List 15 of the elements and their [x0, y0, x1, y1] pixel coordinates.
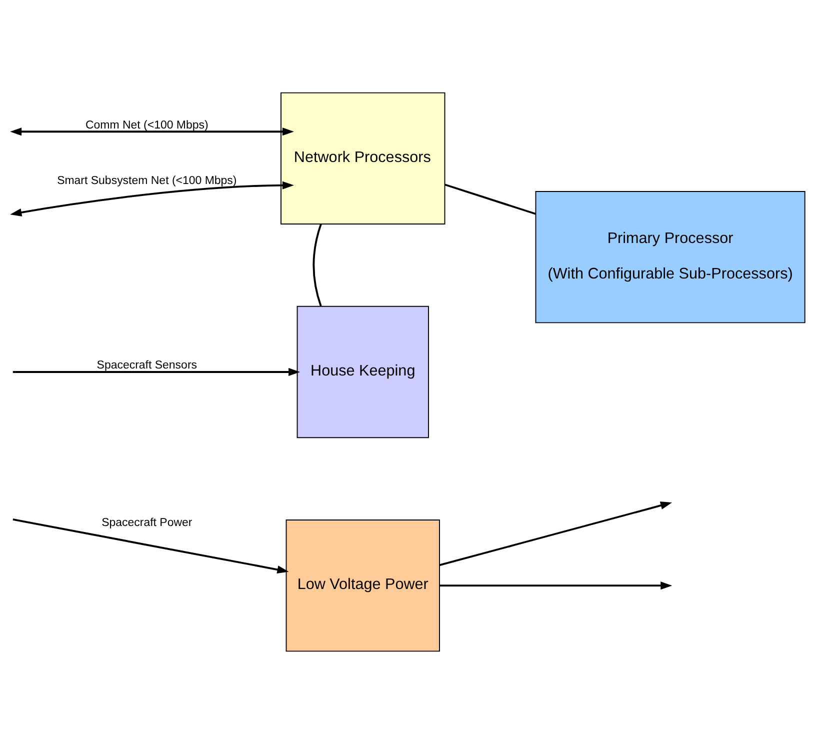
connector [444, 183, 536, 214]
arrow [440, 501, 672, 566]
arrow [10, 127, 294, 136]
node-box: House Keeping [296, 305, 429, 438]
arrow [12, 367, 300, 376]
node-box: Low Voltage Power [286, 518, 440, 652]
edge-label: Comm Net (<100 Mbps) [85, 118, 208, 131]
connector [312, 223, 322, 306]
edge-label: Smart Subsystem Net (<100 Mbps) [57, 174, 237, 186]
arrow [440, 581, 672, 590]
node-box: Primary Processor (With Configurable Sub-Processors) [535, 190, 806, 323]
arrow [12, 518, 289, 574]
arrow [10, 180, 294, 216]
edge-label: Spacecraft Sensors [96, 359, 198, 372]
edge-label: Spacecraft Power [102, 516, 192, 528]
